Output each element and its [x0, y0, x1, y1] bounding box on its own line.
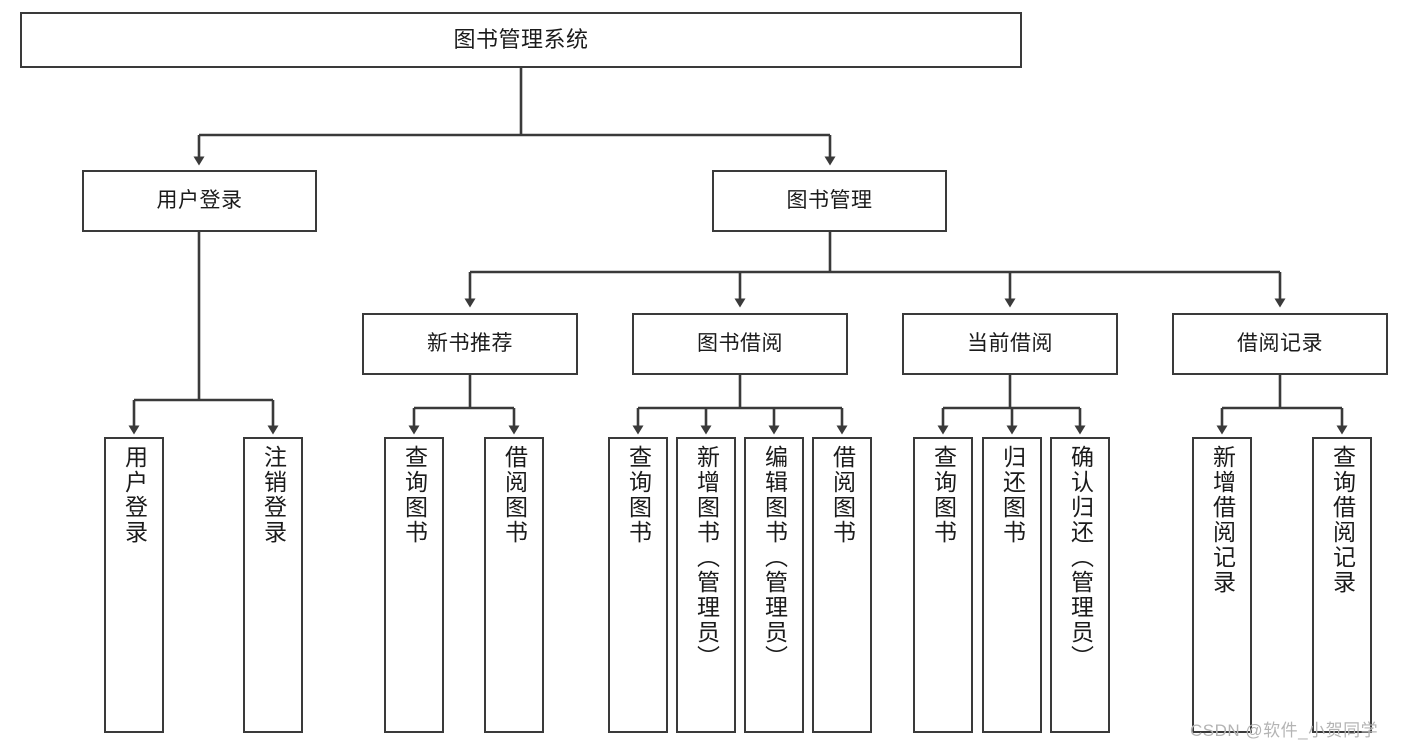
node-leaf-query-book-2[interactable]: 查询图书 [608, 437, 668, 733]
node-book-manage[interactable]: 图书管理 [712, 170, 947, 232]
node-root-system[interactable]: 图书管理系统 [20, 12, 1022, 68]
node-current-borrow[interactable]: 当前借阅 [902, 313, 1118, 375]
node-label: 用户登录 [156, 188, 243, 212]
node-leaf-logout-login[interactable]: 注销登录 [243, 437, 303, 733]
csdn-watermark: CSDN @软件_小贺同学 [1190, 721, 1379, 740]
node-label: 查询借阅记录 [1329, 445, 1356, 595]
node-label: 当前借阅 [967, 331, 1053, 355]
node-new-book-recommend[interactable]: 新书推荐 [362, 313, 578, 375]
node-label: 注销登录 [260, 445, 287, 545]
node-leaf-return-book[interactable]: 归还图书 [982, 437, 1042, 733]
node-user-login[interactable]: 用户登录 [82, 170, 317, 232]
node-label: 查询图书 [401, 445, 428, 545]
node-leaf-query-record[interactable]: 查询借阅记录 [1312, 437, 1372, 733]
node-leaf-edit-book[interactable]: 编辑图书（管理员） [744, 437, 804, 733]
node-leaf-user-login[interactable]: 用户登录 [104, 437, 164, 733]
node-label: 图书管理系统 [453, 27, 589, 53]
node-label: 图书管理 [786, 188, 873, 212]
node-label: 借阅图书 [829, 445, 856, 545]
node-label: 查询图书 [930, 445, 957, 545]
node-label: 借阅图书 [501, 445, 528, 545]
node-leaf-query-book-1[interactable]: 查询图书 [384, 437, 444, 733]
node-leaf-borrow-book-1[interactable]: 借阅图书 [484, 437, 544, 733]
node-label: 新书推荐 [427, 331, 513, 355]
node-leaf-query-book-3[interactable]: 查询图书 [913, 437, 973, 733]
node-label: 借阅记录 [1237, 331, 1323, 355]
node-leaf-confirm-return[interactable]: 确认归还（管理员） [1050, 437, 1110, 733]
node-label: 编辑图书（管理员） [761, 445, 788, 670]
node-label: 归还图书 [999, 445, 1026, 545]
node-label: 用户登录 [121, 445, 148, 545]
node-label: 查询图书 [625, 445, 652, 545]
node-label: 图书借阅 [697, 331, 783, 355]
node-leaf-add-book[interactable]: 新增图书（管理员） [676, 437, 736, 733]
node-book-borrow[interactable]: 图书借阅 [632, 313, 848, 375]
node-label: 新增借阅记录 [1209, 445, 1236, 595]
node-leaf-add-record[interactable]: 新增借阅记录 [1192, 437, 1252, 733]
node-label: 新增图书（管理员） [693, 445, 720, 670]
node-label: 确认归还（管理员） [1067, 445, 1094, 670]
node-borrow-record[interactable]: 借阅记录 [1172, 313, 1388, 375]
node-leaf-borrow-book-2[interactable]: 借阅图书 [812, 437, 872, 733]
